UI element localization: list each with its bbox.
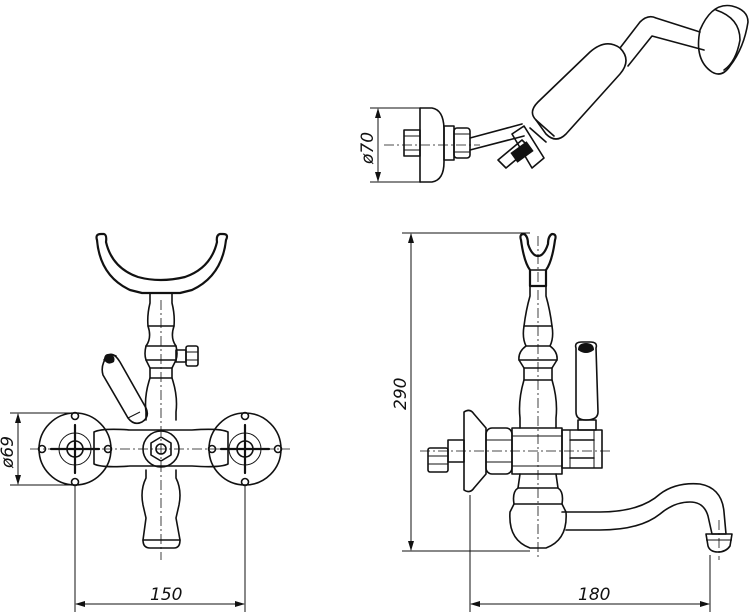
mixer-body	[93, 428, 229, 468]
front-view	[30, 232, 290, 560]
dim-height-label: 290	[391, 378, 411, 410]
side-dimensions: 290 180	[391, 232, 711, 612]
dim-flange-diameter-label: ø69	[0, 436, 18, 469]
shower-head	[697, 4, 749, 75]
diverter-knob	[175, 345, 199, 367]
dim-spacing-label: 150	[150, 585, 182, 605]
shower-dimensions: ø70	[358, 107, 422, 183]
dim-shower-diameter-label: ø70	[358, 132, 378, 165]
wall-connector	[427, 409, 513, 493]
side-view	[420, 232, 733, 560]
dim-spout-reach-label: 180	[578, 585, 610, 605]
hand-shower-view	[384, 4, 749, 183]
side-lever	[561, 341, 603, 469]
side-spout	[561, 482, 727, 535]
front-dimensions: 150 ø69	[0, 412, 246, 612]
front-spout	[141, 469, 181, 549]
shower-handle	[531, 43, 627, 140]
shower-cradle	[95, 232, 229, 295]
lever-handle	[101, 353, 149, 425]
